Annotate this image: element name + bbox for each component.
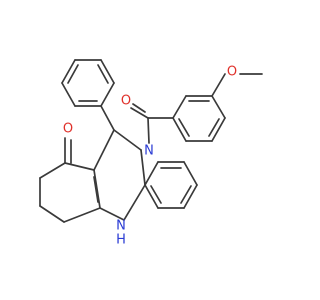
cyclohexenone-ring xyxy=(39,162,101,223)
bond-n-carbonyl xyxy=(147,117,150,144)
amide-nitrogen-label: N xyxy=(144,144,154,159)
amide-oxygen-label: O xyxy=(121,94,131,109)
ketone-oxygen-label: O xyxy=(63,122,73,137)
ether-oxygen-label: O xyxy=(227,65,237,80)
amide-co-bond xyxy=(130,107,149,119)
benzo-ring xyxy=(144,161,198,209)
molecule-structure: O O O N N H xyxy=(39,59,263,248)
bond-phenyl-ch xyxy=(100,105,115,131)
phenyl-ring xyxy=(61,59,115,107)
diazepine-ring xyxy=(93,129,146,221)
bond-aryl-ether xyxy=(211,73,226,97)
structure-canvas: O O O N N H xyxy=(39,59,263,248)
amide-co-bond-2 xyxy=(132,103,146,113)
amine-nitrogen-label: N xyxy=(116,219,126,234)
amine-hydrogen-label: H xyxy=(116,233,126,248)
methoxyphenyl-ring xyxy=(172,95,226,142)
